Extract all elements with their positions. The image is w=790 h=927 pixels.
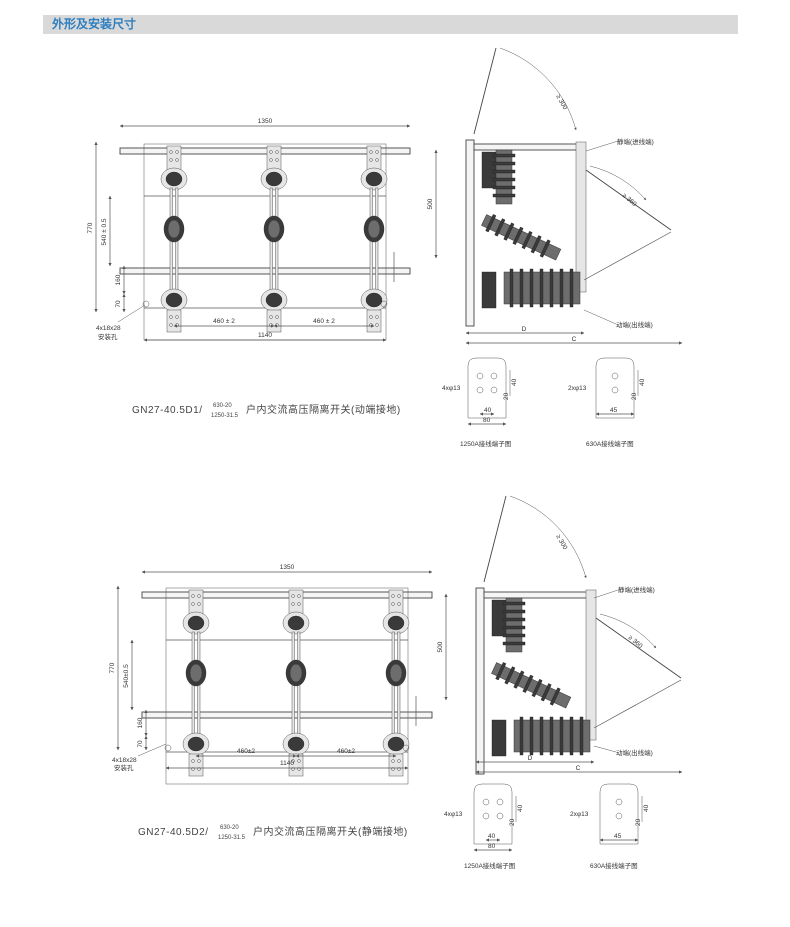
label-moving-end-d2: 动端(出线端) <box>616 748 653 757</box>
t630-h1-d2: 20 <box>635 818 642 826</box>
label-moving-end-d1: 动端(出线端) <box>616 320 653 329</box>
diagram-d2: 1350 1140 460±2 460±2 770 540±0.5 160 70… <box>109 496 683 870</box>
arc-dim-b-d1: ≥ 360 <box>621 192 638 208</box>
section-header-bar <box>43 15 738 34</box>
t1250-h2-d2: 40 <box>517 804 524 812</box>
t1250-w1-d2: 40 <box>488 833 496 840</box>
t1250-w2-d1: 80 <box>483 417 491 424</box>
caption-frac-top-d2: 630-20 <box>220 825 239 831</box>
mount-hole-label-d2: 4x18x28 <box>112 757 137 764</box>
t1250-holes-d1: 4xφ13 <box>442 385 461 392</box>
t1250-w1-d1: 40 <box>484 407 492 414</box>
t1250-h1-d1: 20 <box>503 392 510 400</box>
dim-height-total-d1: 770 <box>87 222 94 233</box>
dim-height-base-d1: 70 <box>115 300 122 308</box>
dim-pitch-a-d1: 460 ± 2 <box>213 318 235 325</box>
dim-pitch-b-d2: 460±2 <box>337 748 355 755</box>
dim-width-mount-d1: 1140 <box>258 332 272 339</box>
front-elevation-d1 <box>120 144 410 340</box>
dim-d-d2: D <box>528 755 533 762</box>
caption-frac-bottom-d2: 1250-31.5 <box>218 835 246 841</box>
t630-holes-d1: 2xφ13 <box>568 385 587 392</box>
arc-dim-a-d2: ≥ 300 <box>554 534 568 552</box>
caption-desc-d1: 户内交流高压隔离开关(动端接地) <box>246 403 401 416</box>
caption-model-d2: GN27-40.5D2/ <box>138 827 208 838</box>
t630-caption-d2: 630A接线端子图 <box>590 861 638 870</box>
arc-dim-a-d1: ≥ 300 <box>554 94 568 112</box>
dim-height-mid-d1: 540 ± 0.5 <box>101 218 108 245</box>
t630-caption-d1: 630A接线端子图 <box>586 439 634 448</box>
caption-frac-top-d1: 630-20 <box>213 403 232 409</box>
section-title: 外形及安装尺寸 <box>52 17 137 31</box>
t1250-h1-d2: 20 <box>509 818 516 826</box>
dim-pitch-b-d1: 460 ± 2 <box>313 318 335 325</box>
t1250-w2-d2: 80 <box>488 843 496 850</box>
dim-height-mid-d2: 540±0.5 <box>123 664 130 688</box>
dim-height-low-d1: 160 <box>115 274 122 285</box>
diagram-d1: 1350 1140 460 ± 2 460 ± 2 770 540 ± 0.5 … <box>87 48 683 448</box>
label-static-end-d1: 静端(进线端) <box>617 137 654 146</box>
dim-height-side-d1: 500 <box>427 198 434 209</box>
dim-height-total-d2: 770 <box>109 662 116 673</box>
dim-width-mount-d2: 1140 <box>280 760 294 767</box>
dim-pitch-a-d2: 460±2 <box>237 748 255 755</box>
t630-w1-d2: 45 <box>614 833 622 840</box>
dim-height-base-d2: 70 <box>137 740 144 748</box>
side-elevation-d2 <box>476 496 681 774</box>
t1250-caption-d1: 1250A接线端子图 <box>460 439 511 448</box>
caption-desc-d2: 户内交流高压隔离开关(静端接地) <box>253 825 408 838</box>
dim-width-total-d2: 1350 <box>280 564 295 571</box>
label-static-end-d2: 静端(进线端) <box>618 585 655 594</box>
dim-d-d1: D <box>522 326 527 333</box>
t1250-holes-d2: 4xφ13 <box>444 811 463 818</box>
t630-h2-d1: 40 <box>639 378 646 386</box>
mount-hole-text-d2: 安装孔 <box>114 763 134 772</box>
front-elevation-d2 <box>142 588 432 784</box>
t1250-h2-d1: 40 <box>511 378 518 386</box>
arc-dim-b-d2: ≥ 360 <box>627 634 644 650</box>
dim-height-low-d2: 160 <box>137 717 144 728</box>
t630-holes-d2: 2xφ13 <box>570 811 589 818</box>
side-elevation-d1 <box>466 48 671 326</box>
caption-model-d1: GN27-40.5D1/ <box>132 405 202 416</box>
t630-h1-d1: 20 <box>631 392 638 400</box>
t630-w1-d1: 45 <box>610 407 618 414</box>
dim-c-d1: C <box>572 336 577 343</box>
mount-hole-text-d1: 安装孔 <box>98 332 118 341</box>
caption-frac-bottom-d1: 1250-31.5 <box>211 413 239 419</box>
t1250-caption-d2: 1250A接线端子图 <box>464 861 515 870</box>
dim-height-side-d2: 500 <box>437 641 444 652</box>
dim-c-d2: C <box>576 765 581 772</box>
mount-hole-label-d1: 4x18x28 <box>96 325 121 332</box>
t630-h2-d2: 40 <box>643 804 650 812</box>
dim-width-total-d1: 1350 <box>258 118 273 125</box>
